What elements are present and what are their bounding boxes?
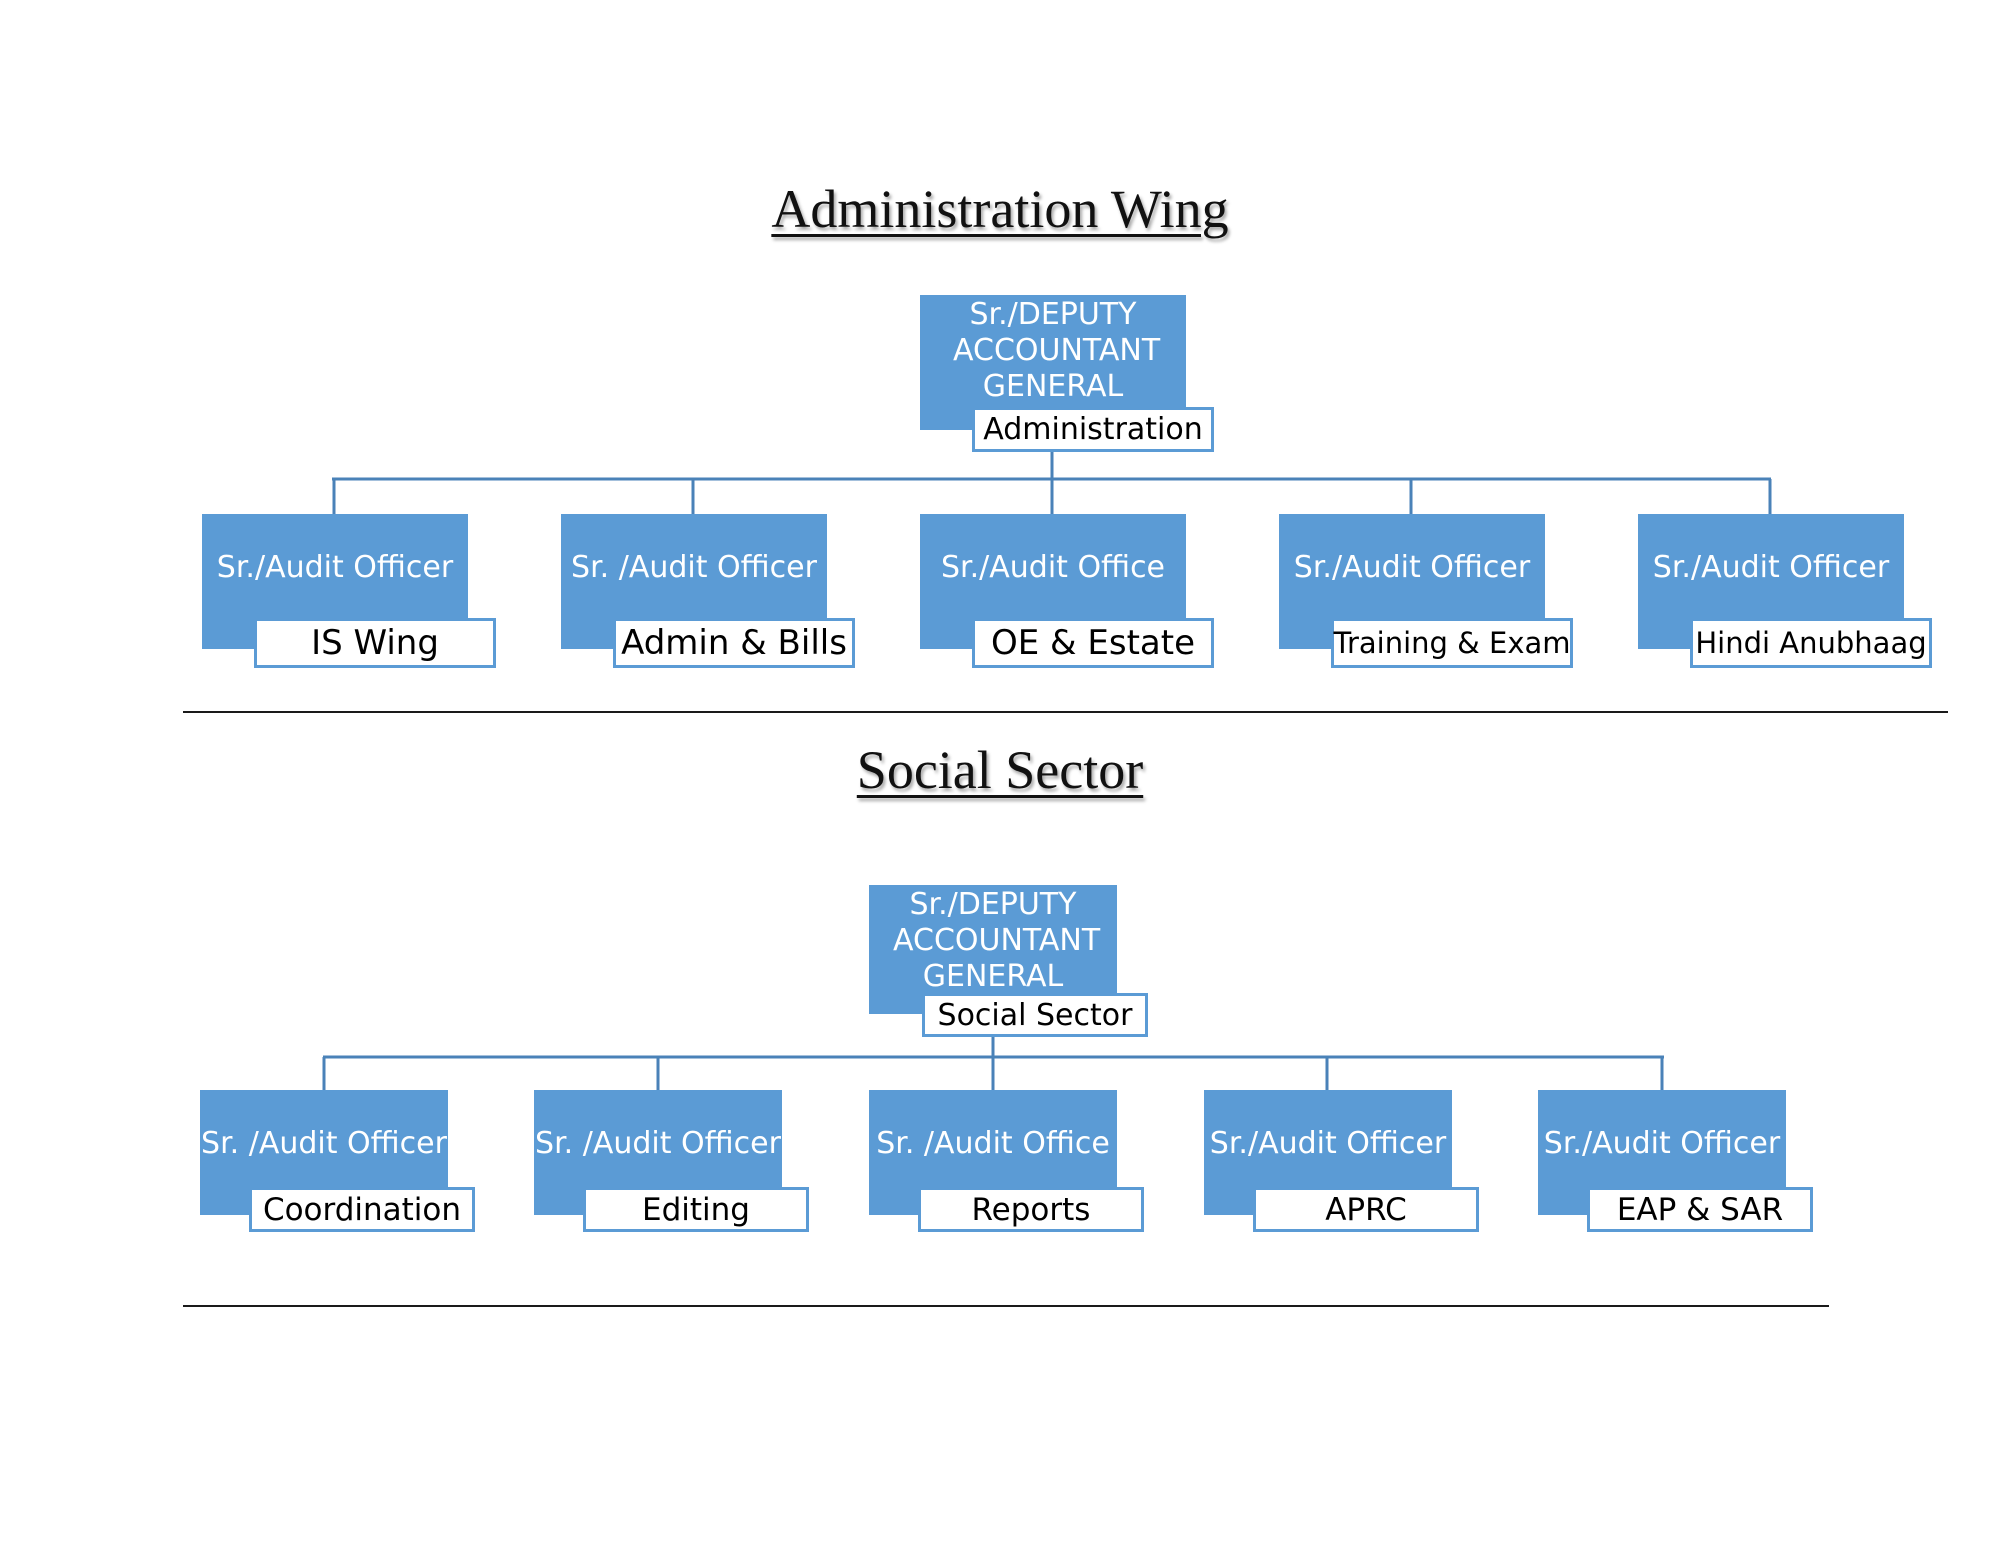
social-child-unit: APRC	[1253, 1187, 1479, 1232]
social-child-unit: Reports	[918, 1187, 1144, 1232]
admin-child-unit: Hindi Anubhaag	[1690, 618, 1932, 668]
social-child-unit: Coordination	[249, 1187, 475, 1232]
social-child-unit: EAP & SAR	[1587, 1187, 1813, 1232]
admin-child-unit: Training & Exam	[1331, 618, 1573, 668]
admin-head-unit: Administration	[972, 407, 1214, 452]
admin-section-title: Administration Wing	[771, 179, 1229, 239]
admin-child-unit: IS Wing	[254, 618, 496, 668]
social-divider	[183, 1305, 1829, 1307]
admin-divider	[183, 711, 1948, 713]
admin-child-unit: OE & Estate	[972, 618, 1214, 668]
social-head-unit: Social Sector	[922, 993, 1148, 1037]
admin-child-unit: Admin & Bills	[613, 618, 855, 668]
social-head-role: Sr./DEPUTY ACCOUNTANT GENERAL	[869, 885, 1117, 1014]
social-section-title: Social Sector	[856, 740, 1144, 800]
social-child-unit: Editing	[583, 1187, 809, 1232]
